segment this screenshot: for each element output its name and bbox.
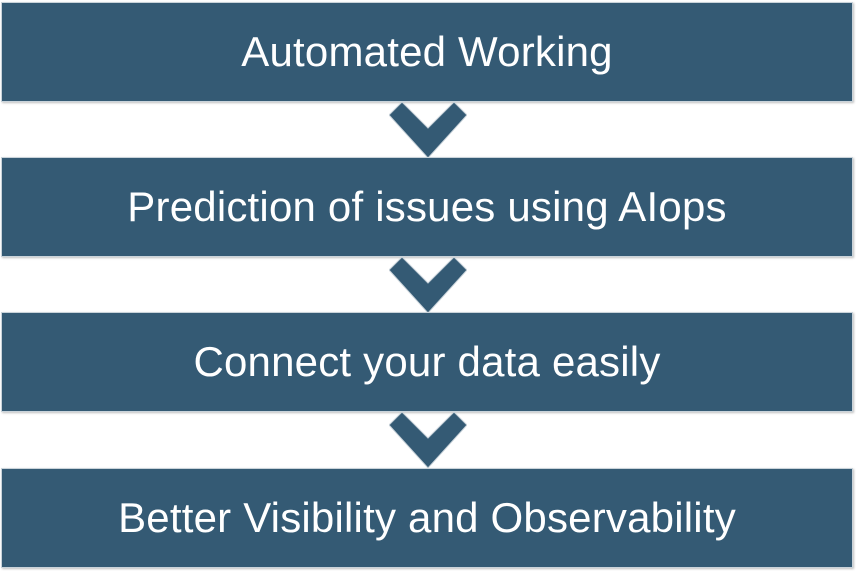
down-arrow-icon xyxy=(389,102,467,158)
flow-step-1: Automated Working xyxy=(1,2,853,102)
flow-step-3-label: Connect your data easily xyxy=(193,338,661,385)
flow-step-3: Connect your data easily xyxy=(1,312,853,412)
down-arrow-icon xyxy=(389,257,467,313)
flow-step-2: Prediction of issues using AIops xyxy=(1,157,853,257)
flow-step-2-label: Prediction of issues using AIops xyxy=(127,183,727,230)
flow-step-4: Better Visibility and Observability xyxy=(1,468,853,568)
down-arrow-icon xyxy=(389,412,467,468)
flow-step-1-label: Automated Working xyxy=(241,28,613,75)
flow-step-4-label: Better Visibility and Observability xyxy=(118,494,736,541)
